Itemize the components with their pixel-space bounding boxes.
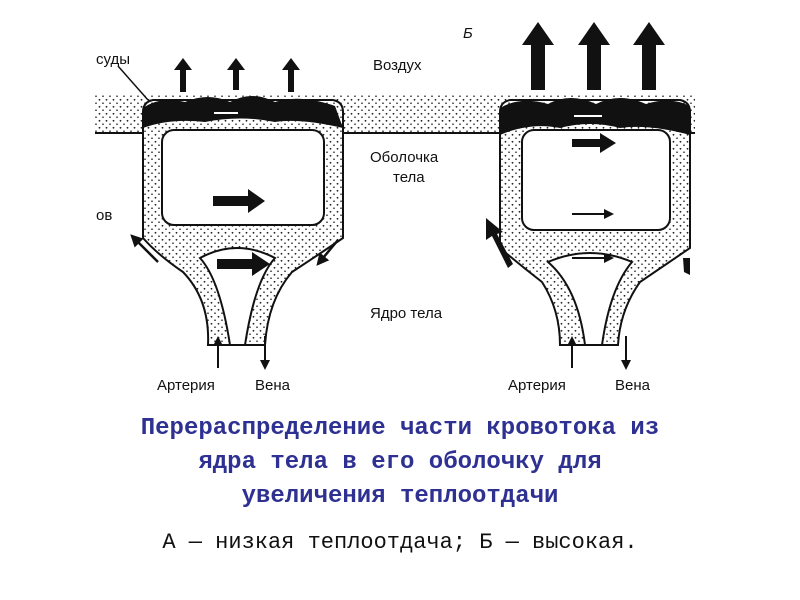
panel-a <box>118 58 343 368</box>
caption-title: Перераспределение части кровотока из ядр… <box>0 412 800 514</box>
shell-label-line1: Оболочка <box>370 149 439 166</box>
air-label: Воздух <box>373 57 422 74</box>
panel-a-label-pointer <box>118 66 148 100</box>
panel-b-letter: Б <box>463 25 473 42</box>
vein-label-b: Вена <box>615 377 651 394</box>
shell-label-line2: тела <box>393 169 425 186</box>
caption-line-2: ядра тела в его оболочку для <box>0 446 800 480</box>
artery-label-b: Артерия <box>508 377 566 394</box>
cut-label-left: ов <box>96 207 112 224</box>
vein-label-a: Вена <box>255 377 291 394</box>
artery-label-a: Артерия <box>157 377 215 394</box>
caption-line-3: увеличения теплоотдачи <box>0 480 800 514</box>
core-label: Ядро тела <box>370 305 443 322</box>
panel-b <box>486 22 690 368</box>
cut-label-top: суды <box>96 51 130 68</box>
caption-legend: А — низкая теплоотдача; Б — высокая. <box>0 530 800 555</box>
caption-line-1: Перераспределение части кровотока из <box>0 412 800 446</box>
panel-b-heat-arrows <box>522 22 665 90</box>
panel-a-heat-arrows <box>174 58 300 92</box>
panel-a-inner-hole <box>162 130 324 225</box>
thermoregulation-diagram: Б Воздух Оболочка тела Ядро тела суды ов… <box>0 0 800 410</box>
panel-b-right-down-arrow <box>683 258 690 275</box>
